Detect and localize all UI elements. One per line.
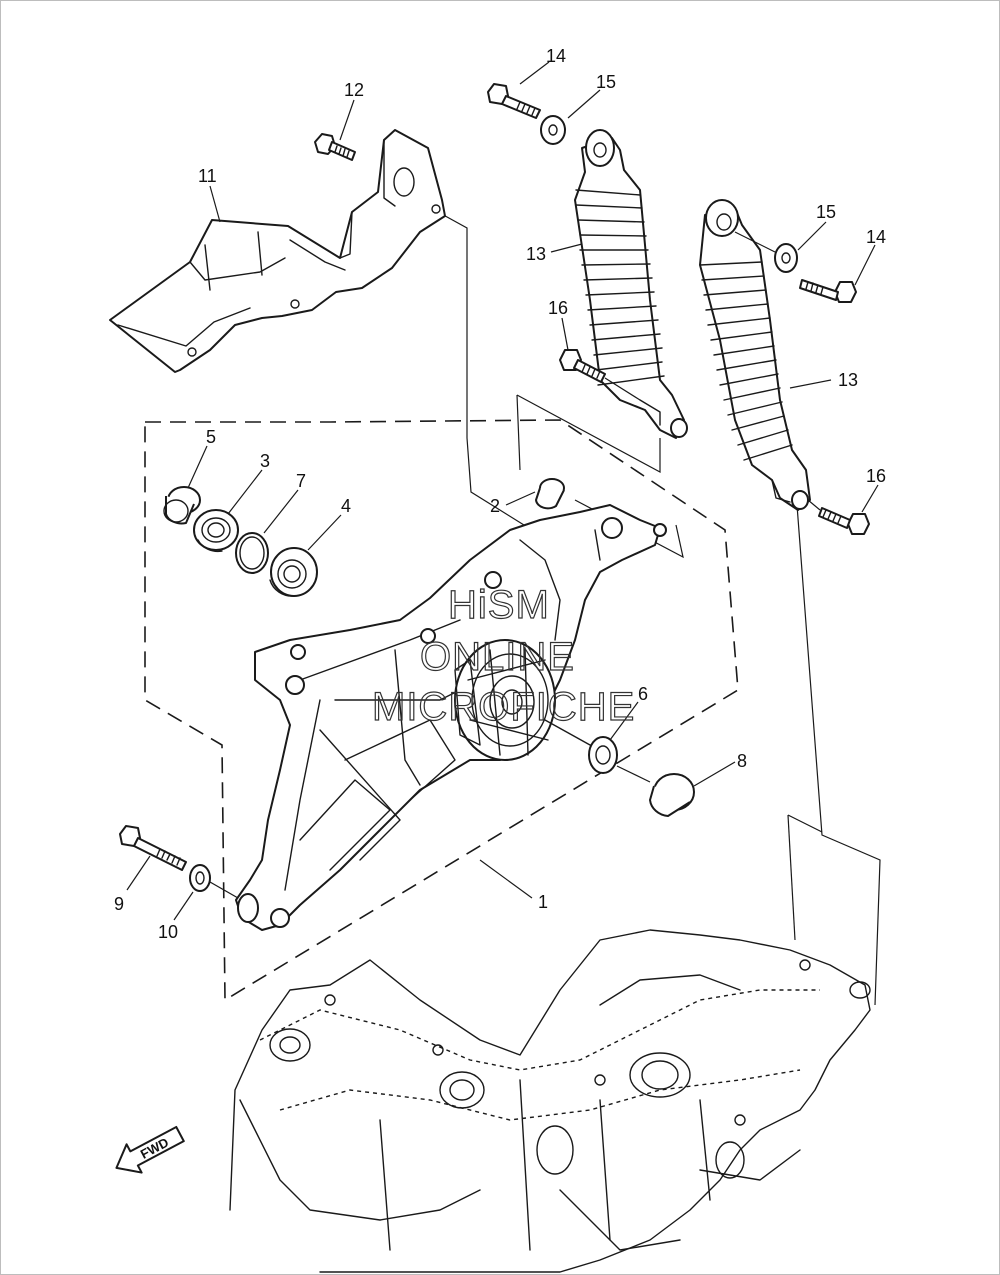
callout-8: 8 bbox=[737, 751, 747, 771]
callout-10: 10 bbox=[158, 922, 178, 942]
callout-14-right: 14 bbox=[866, 227, 886, 247]
watermark-line-3: MICROFICHE bbox=[372, 685, 635, 729]
part-15-washer-top bbox=[540, 115, 566, 145]
callout-15-right: 15 bbox=[816, 202, 836, 222]
callout-6: 6 bbox=[638, 684, 648, 704]
part-7-circlip bbox=[235, 532, 269, 574]
callout-labels: 1 2 3 4 5 6 7 8 9 10 11 12 13 13 14 14 1… bbox=[114, 46, 886, 942]
assembly-boundary bbox=[144, 419, 739, 1002]
part-11-cover bbox=[109, 129, 446, 373]
part-8-damper bbox=[616, 765, 695, 817]
callout-7: 7 bbox=[296, 471, 306, 491]
part-3-seal bbox=[193, 509, 239, 553]
callout-16-left: 16 bbox=[548, 298, 568, 318]
part-16-bolt-left bbox=[559, 349, 641, 401]
part-16-bolt-right bbox=[807, 499, 870, 535]
leader-lines bbox=[126, 61, 879, 921]
callout-13-right: 13 bbox=[838, 370, 858, 390]
callout-5: 5 bbox=[206, 427, 216, 447]
part-15-washer-right bbox=[734, 231, 798, 273]
callout-16-right: 16 bbox=[866, 466, 886, 486]
callout-3: 3 bbox=[260, 451, 270, 471]
part-10-washer bbox=[189, 864, 239, 899]
part-13-shock-left bbox=[574, 129, 688, 439]
callout-1: 1 bbox=[538, 892, 548, 912]
part-6-washer bbox=[588, 736, 618, 774]
fwd-arrow-icon: FWD bbox=[115, 1125, 185, 1174]
watermark-line-1: HiSM bbox=[448, 583, 550, 627]
watermark: HiSM ONLINE MICROFICHE bbox=[371, 582, 635, 729]
part-14-bolt-right bbox=[799, 279, 857, 303]
callout-9: 9 bbox=[114, 894, 124, 914]
callout-4: 4 bbox=[341, 496, 351, 516]
part-1-bracket bbox=[235, 504, 667, 931]
callout-12: 12 bbox=[344, 80, 364, 100]
callout-14-top: 14 bbox=[546, 46, 566, 66]
part-5-collar bbox=[163, 486, 201, 525]
part-2-bushing bbox=[535, 478, 565, 510]
callout-13-left: 13 bbox=[526, 244, 546, 264]
crankcase bbox=[229, 929, 871, 1273]
callout-2: 2 bbox=[490, 496, 500, 516]
part-12-bolt bbox=[314, 133, 356, 161]
part-14-bolt-top bbox=[487, 83, 541, 119]
callout-11: 11 bbox=[198, 166, 217, 186]
watermark-line-2: ONLINE bbox=[420, 635, 575, 679]
part-9-bolt bbox=[119, 825, 187, 871]
part-4-bearing bbox=[269, 547, 318, 597]
callout-15-top: 15 bbox=[596, 72, 616, 92]
